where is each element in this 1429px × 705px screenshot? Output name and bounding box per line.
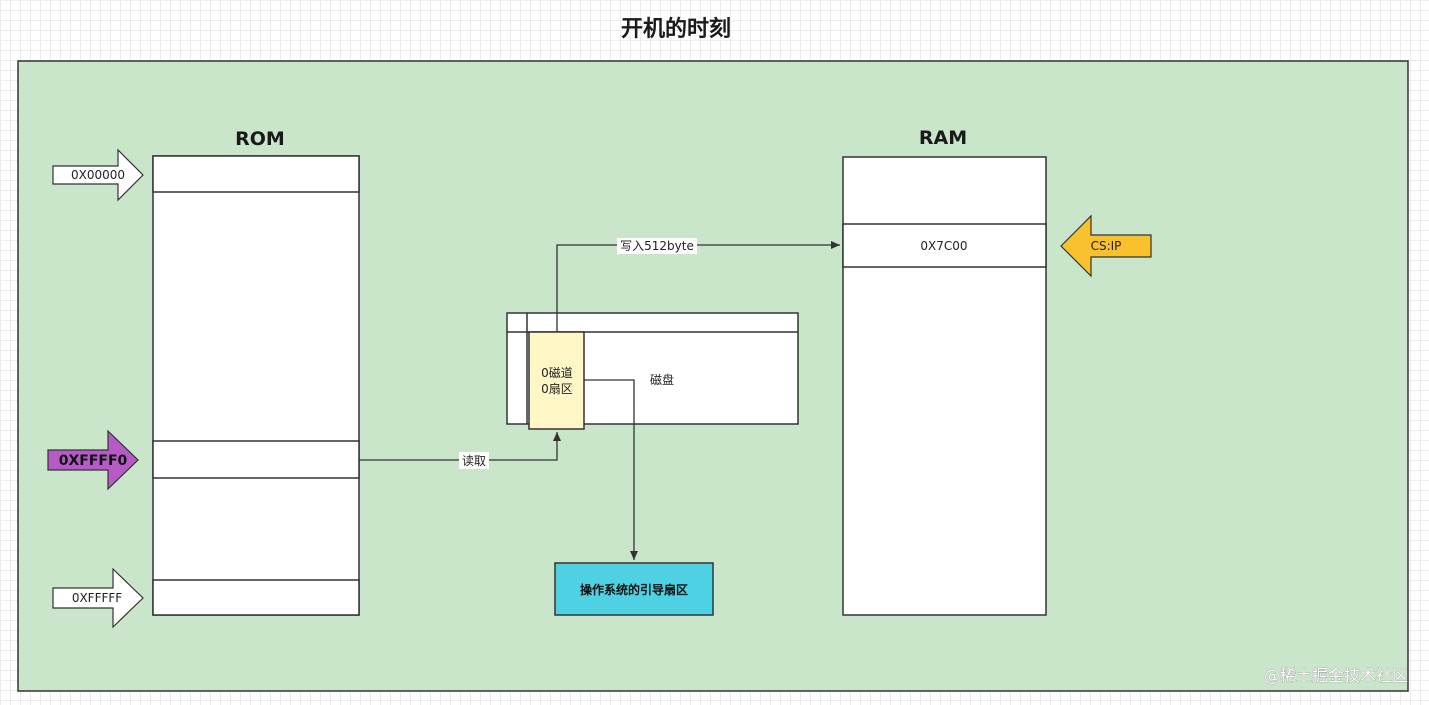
address-label-start: 0X00000 <box>71 168 125 182</box>
edge-to-boot-sector <box>584 379 638 560</box>
rom-label: ROM <box>235 128 285 150</box>
boot-sector-label: 操作系统的引导扇区 <box>580 582 688 597</box>
ram-label: RAM <box>919 127 967 149</box>
sector-label-track: 0磁道 <box>541 365 573 380</box>
address-arrow-reset <box>47 429 139 491</box>
address-arrow-start <box>52 148 144 202</box>
ram-slot-7c00 <box>842 223 1047 268</box>
rom-block <box>152 155 360 616</box>
rom-cell-end <box>152 579 360 616</box>
sector-0-block <box>528 331 585 430</box>
disk-label: 磁盘 <box>650 372 674 387</box>
rom-cell-reset <box>152 440 360 479</box>
sector-label-sector: 0扇区 <box>541 381 573 396</box>
edge-write-label: 写入512byte <box>620 239 694 253</box>
watermark: @稀土掘金技术社区 <box>1264 666 1408 685</box>
edge-write <box>556 241 840 332</box>
page-title: 开机的时刻 <box>621 16 731 42</box>
boot-sector-block <box>554 562 714 616</box>
edge-read-label: 读取 <box>462 454 486 468</box>
edge-read <box>359 432 561 461</box>
cs-ip-arrow <box>1060 214 1152 278</box>
address-label-end: 0XFFFFF <box>72 591 122 605</box>
address-arrow-end <box>52 567 144 629</box>
rom-cell-start <box>152 155 360 193</box>
ram-slot-label: 0X7C00 <box>920 239 967 253</box>
cs-ip-label: CS:IP <box>1091 239 1122 253</box>
address-label-reset: 0XFFFF0 <box>59 453 128 469</box>
